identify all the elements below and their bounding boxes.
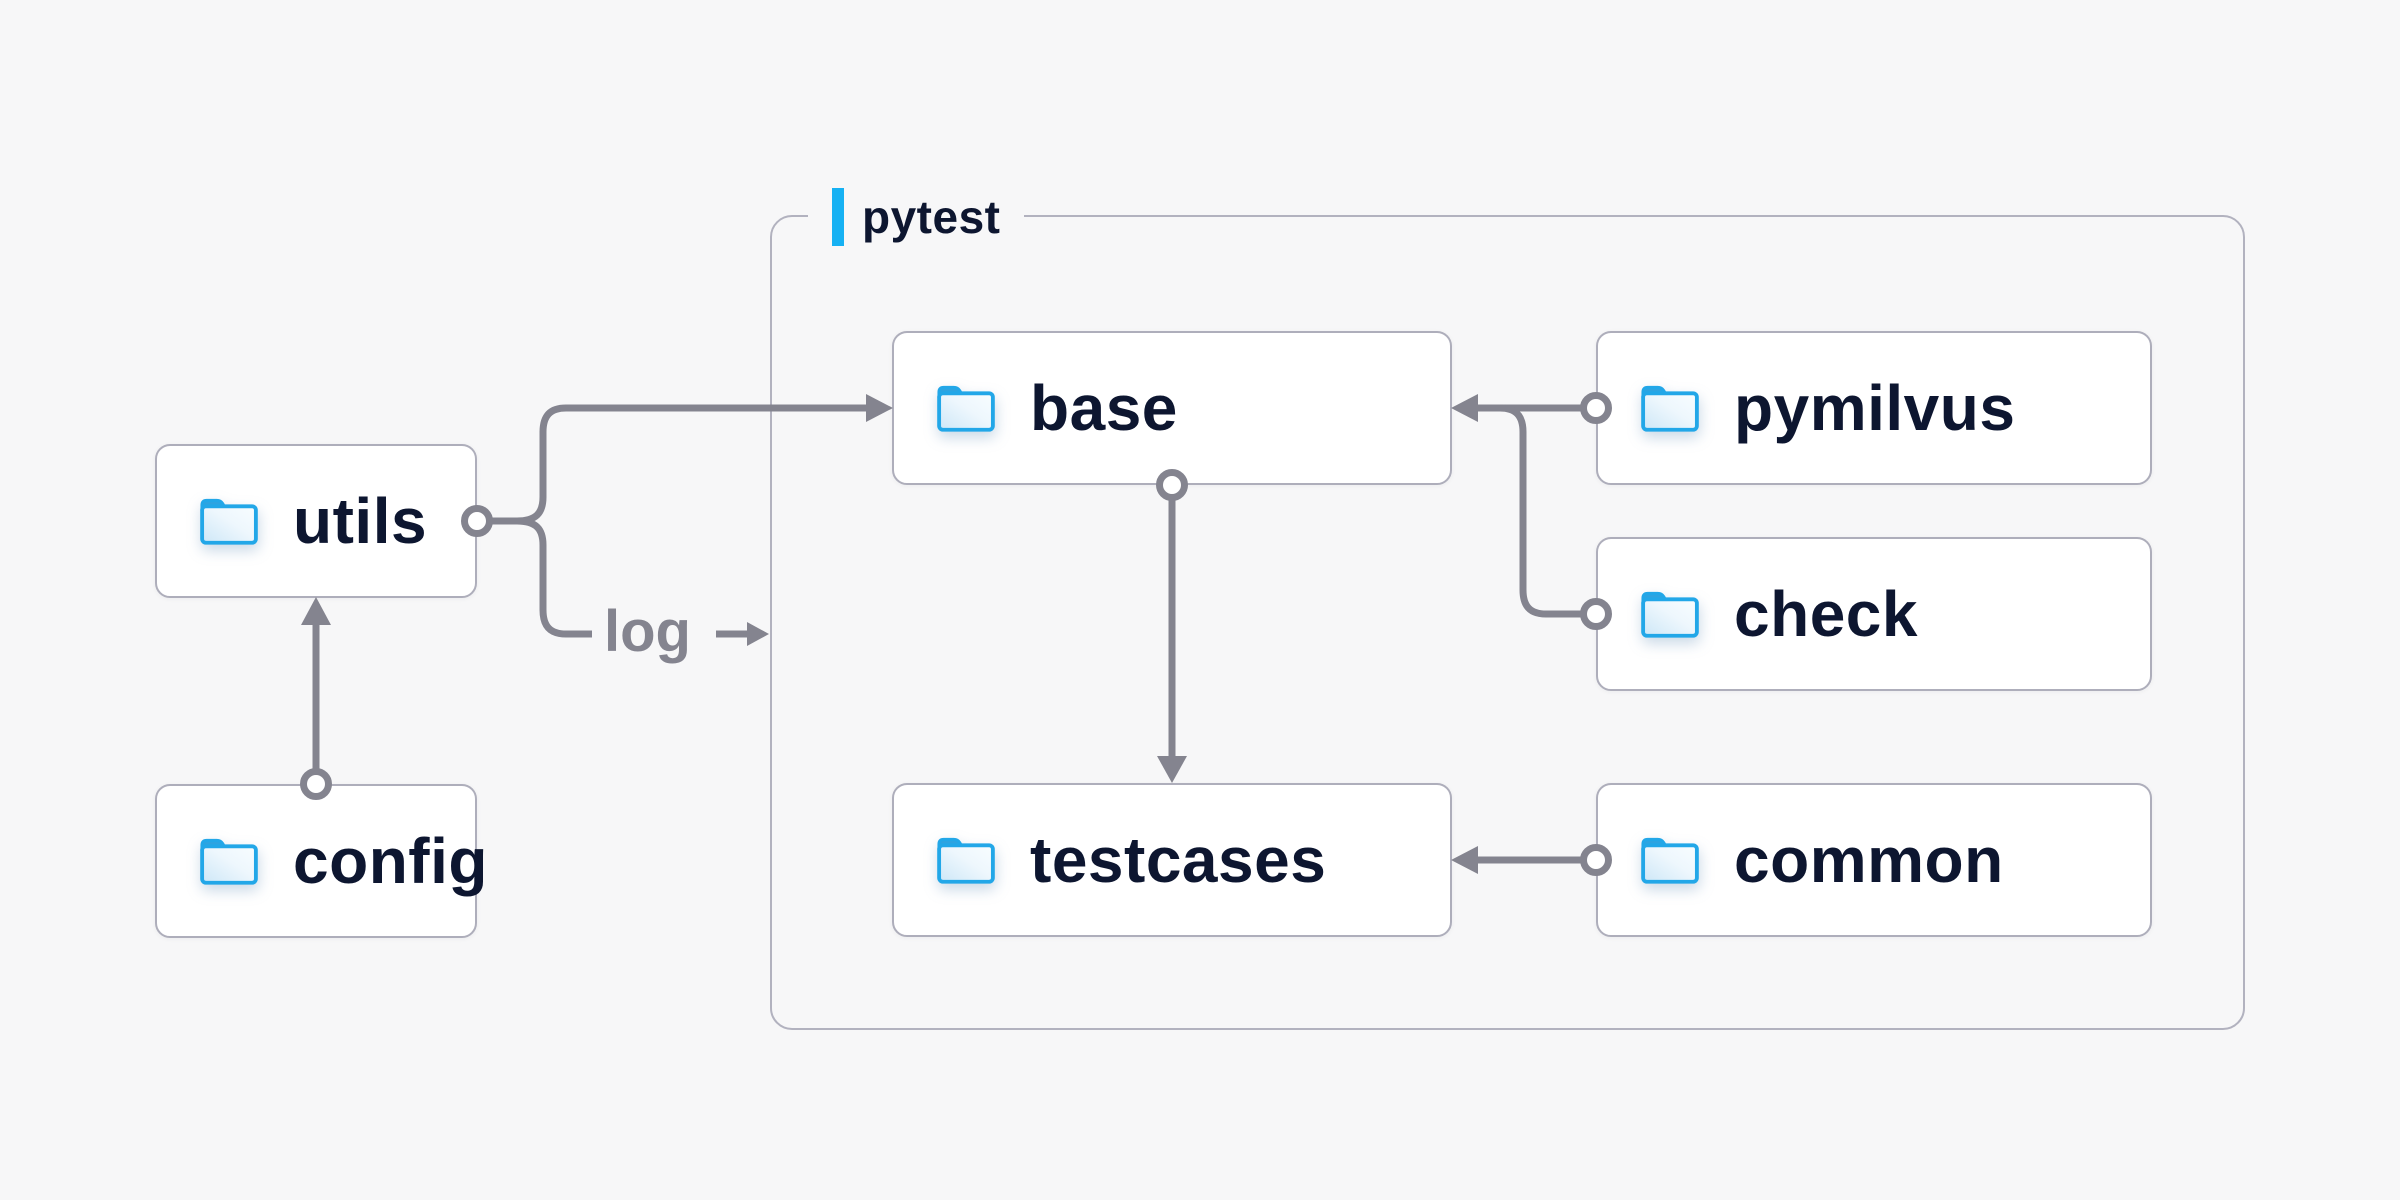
node-check: check — [1596, 537, 2152, 691]
folder-icon — [1641, 591, 1699, 638]
node-label: testcases — [1030, 824, 1327, 896]
node-base: base — [892, 331, 1452, 485]
folder-icon — [937, 837, 995, 884]
node-label: config — [293, 825, 488, 897]
accent-bar-icon — [832, 188, 844, 246]
folder-icon — [1641, 385, 1699, 432]
node-config: config — [155, 784, 487, 938]
node-label: utils — [293, 485, 428, 557]
edge-label-log: log — [604, 599, 691, 664]
node-common: common — [1596, 783, 2152, 937]
folder-icon — [200, 498, 258, 545]
pytest-container: pytest — [770, 187, 2245, 1030]
folder-icon — [1641, 837, 1699, 884]
node-testcases: testcases — [892, 783, 1452, 937]
node-label: common — [1734, 824, 2004, 896]
folder-icon — [937, 385, 995, 432]
edge-config-utils — [301, 597, 331, 770]
pytest-label: pytest — [862, 191, 1001, 243]
node-label: check — [1734, 578, 1918, 650]
node-pymilvus: pymilvus — [1596, 331, 2152, 485]
node-label: pymilvus — [1734, 372, 2016, 444]
node-utils: utils — [155, 444, 477, 598]
folder-icon — [200, 838, 258, 885]
pytest-legend: pytest — [808, 187, 1025, 247]
node-label: base — [1030, 372, 1178, 444]
